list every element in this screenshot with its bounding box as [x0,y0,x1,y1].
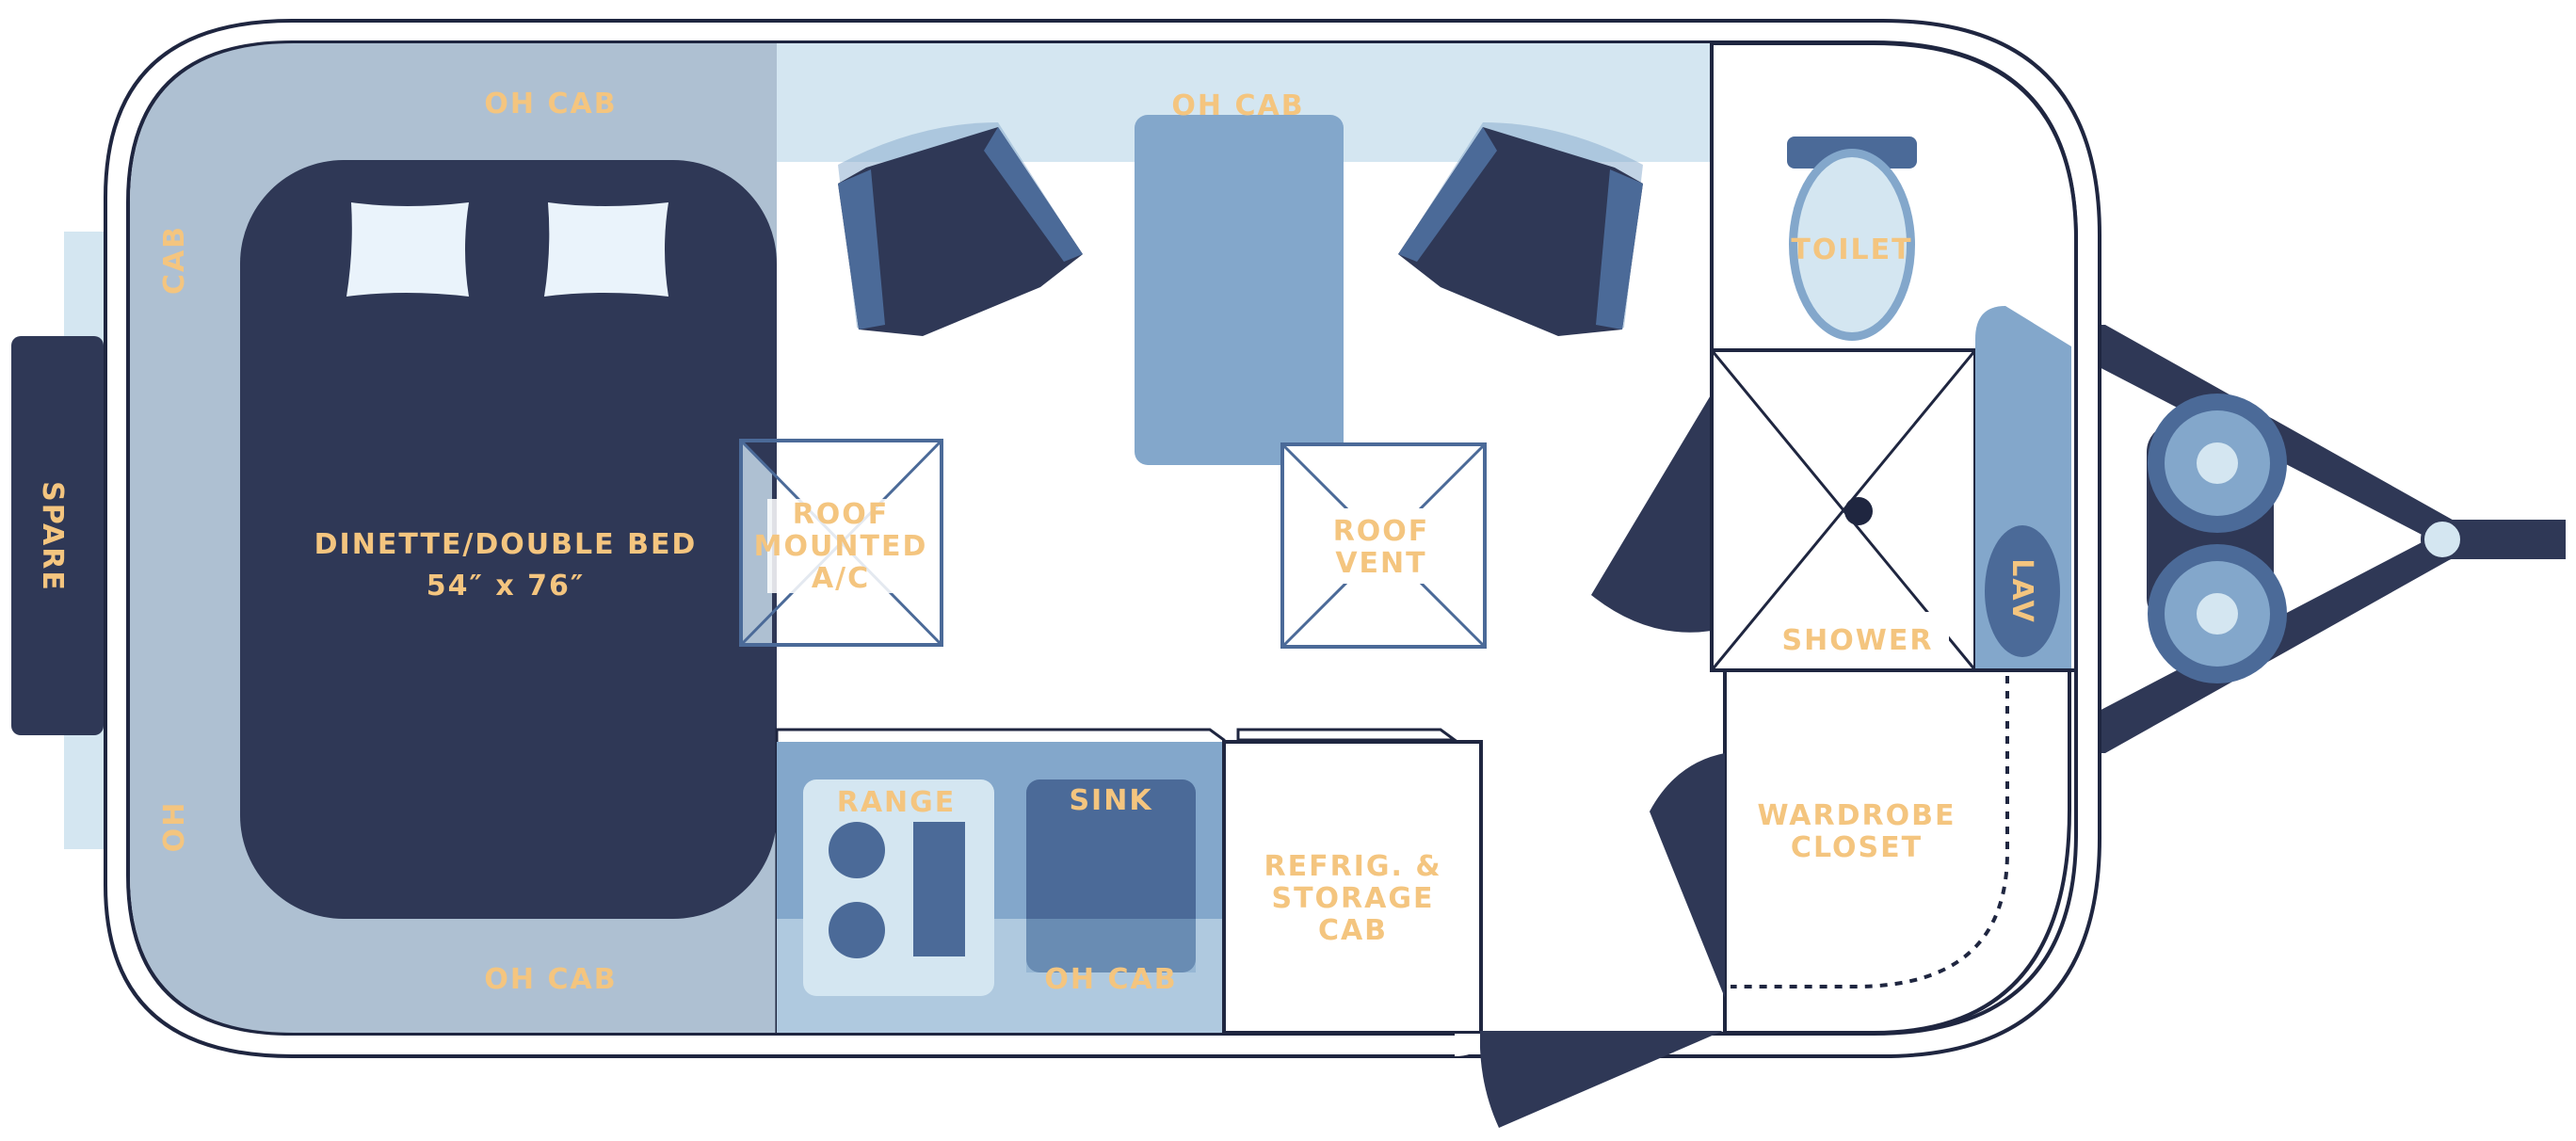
spare-label: SPARE [36,481,69,592]
bed-label: DINETTE/DOUBLE BED [314,528,698,561]
dinette-chair-left [838,122,1083,336]
burner-icon [829,822,885,878]
vent-label: VENT [1335,547,1426,580]
spare-tire: SPARE [11,232,105,849]
entry-door [1455,1031,1723,1128]
burner-icon [829,902,885,958]
ac-label: A/C [812,562,870,595]
wardrobe-label: CLOSET [1791,831,1923,864]
galley-counter [775,728,1226,1035]
oh-cab-label: OH CAB [484,88,617,121]
pillow-icon [346,202,469,297]
wardrobe-closet [1723,668,2071,1035]
refrigerator-cabinet [1222,728,1483,1035]
cab-label: CAB [158,225,191,295]
sink-label: SINK [1069,784,1152,817]
oh-cab-label: OH CAB [484,963,617,996]
refrig-label: REFRIG. & [1264,850,1442,883]
roof-ac-unit [739,439,943,647]
shower-label: SHOWER [1782,624,1934,657]
lavatory [1975,306,2071,670]
dinette-double-bed [240,160,777,919]
pillow-icon [544,202,668,297]
shower-drain [1844,497,1873,525]
bed-size-label: 54″ x 76″ [427,570,586,603]
labels: OH CAB OH CAB OH CAB OH CAB CAB OH DINET… [158,88,2038,996]
roof-vent [1280,442,1487,649]
wardrobe-label: WARDROBE [1758,799,1956,832]
dinette-chair-right [1398,122,1643,336]
range-label: RANGE [837,786,957,819]
dinette-zone [130,43,1714,1033]
trailer-wheels [2147,394,2287,683]
bath-door-swing [1591,394,1712,633]
toilet-label: TOILET [1791,233,1912,266]
oh-cab-label: OH CAB [1171,89,1304,122]
oh-label: OH [158,801,191,853]
oh-cab-label: OH CAB [1044,963,1177,996]
refrig-label: CAB [1318,914,1388,947]
wardrobe-door-swing [1650,753,1725,998]
ac-label: ROOF [793,498,890,531]
lav-basin [1985,525,2060,657]
lav-label: LAV [2005,558,2038,624]
shower-stall [1710,348,1977,672]
refrig-label: STORAGE [1271,882,1434,915]
vent-label: ROOF [1333,515,1430,548]
ac-label: MOUNTED [754,530,928,563]
trailer-hitch [2090,325,2566,753]
dinette-table [1135,115,1344,465]
